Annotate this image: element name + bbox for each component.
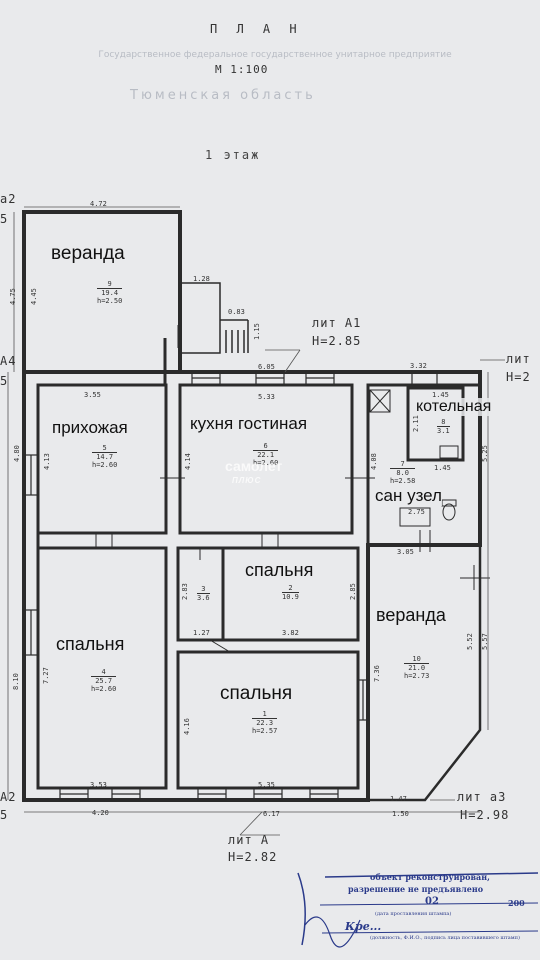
lit-right-label: лит bbox=[506, 352, 531, 366]
chimney-box bbox=[369, 389, 391, 413]
stamp-date: 02 bbox=[425, 896, 439, 907]
stamp-year: 200 bbox=[508, 898, 525, 908]
lit-right-height: Н=2 bbox=[506, 370, 531, 384]
dim-2-85: 2.85 bbox=[349, 583, 357, 600]
dim-3-82: 3.82 bbox=[282, 629, 299, 637]
room-details-bedroom-small: 2 10.9 bbox=[282, 584, 299, 601]
stamp-signature: Кре... bbox=[345, 920, 382, 933]
room-details-bedroom-left: 4 25.7 h=2.60 bbox=[91, 668, 117, 693]
room-label-veranda-right: веранда bbox=[376, 605, 446, 626]
lit-a3-height: Н=2.98 bbox=[460, 808, 510, 822]
dim-1-47: 1.47 bbox=[390, 795, 407, 803]
stamp-line-1: объект реконструирован, bbox=[370, 872, 490, 882]
edge-marker-a2-bot: А2 bbox=[0, 790, 17, 804]
dim-5-33: 5.33 bbox=[258, 393, 275, 401]
lit-a3-label: лит а3 bbox=[457, 790, 507, 804]
edge-marker-a4: А4 bbox=[0, 354, 17, 368]
dim-4-45: 4.45 bbox=[30, 288, 38, 305]
dim-4-80: 4.80 bbox=[13, 445, 21, 462]
edge-marker-5-mid: 5 bbox=[0, 374, 9, 388]
room-details-veranda-right: 10 21.0 h=2.73 bbox=[404, 655, 430, 680]
dim-2-75: 2.75 bbox=[408, 508, 425, 516]
plan-scale: М 1:100 bbox=[215, 63, 269, 76]
dim-6-17: 6.17 bbox=[263, 810, 280, 818]
watermark-brand: самолет bbox=[225, 458, 283, 474]
dim-6-05: 6.05 bbox=[258, 363, 275, 371]
room-details-closet: 3 3.6 bbox=[197, 585, 210, 602]
dim-3-55: 3.55 bbox=[84, 391, 101, 399]
stamp-small-2: (должность, Ф.И.О., подпись лица постави… bbox=[370, 935, 520, 941]
room-label-bathroom: сан узел bbox=[375, 486, 442, 506]
dim-1-15: 1.15 bbox=[253, 323, 261, 340]
plan-title: П Л А Н bbox=[210, 22, 303, 36]
bathroom-fixtures bbox=[399, 445, 459, 527]
room-details-boiler: 8 3.1 bbox=[437, 418, 450, 435]
dim-4-14: 4.14 bbox=[184, 453, 192, 470]
dim-4-72: 4.72 bbox=[90, 200, 107, 208]
dim-1-45-a: 1.45 bbox=[432, 391, 449, 399]
watermark-sub: ПЛЮС bbox=[232, 476, 262, 485]
dim-4-08: 4.08 bbox=[370, 453, 378, 470]
stamp-small-1: (дата проставления штампа) bbox=[375, 911, 452, 917]
dim-2-83: 2.83 bbox=[181, 583, 189, 600]
room-details-bedroom-center: 1 22.3 h=2.57 bbox=[252, 710, 278, 735]
faded-region-text: Тюменская область bbox=[130, 88, 316, 103]
dim-1-45-b: 1.45 bbox=[434, 464, 451, 472]
room-details-kitchen: 6 22.1 h=2.60 bbox=[253, 442, 279, 467]
room-label-veranda-top: веранда bbox=[51, 243, 125, 265]
dim-4-75: 4.75 bbox=[9, 288, 17, 305]
dim-3-32: 3.32 bbox=[410, 362, 427, 370]
dim-1-50: 1.50 bbox=[392, 810, 409, 818]
dim-7-27: 7.27 bbox=[42, 667, 50, 684]
edge-marker-5-top: 5 bbox=[0, 212, 9, 226]
stamp-line-2: разрешение не предъявлено bbox=[348, 884, 484, 894]
dim-7-36: 7.36 bbox=[373, 665, 381, 682]
dim-8-10: 8.10 bbox=[12, 673, 20, 690]
room-label-bedroom-small: спальня bbox=[245, 560, 314, 581]
lit-a1-height: Н=2.85 bbox=[312, 334, 362, 348]
dim-1-27: 1.27 bbox=[193, 629, 210, 637]
lit-a-height: Н=2.82 bbox=[228, 850, 278, 864]
edge-marker-5-bot: 5 bbox=[0, 808, 9, 822]
dim-0-83: 0.83 bbox=[228, 308, 245, 316]
room-label-bedroom-center: спальня bbox=[220, 683, 293, 705]
room-details-veranda-top: 9 19.4 h=2.50 bbox=[97, 280, 123, 305]
stamp-frame bbox=[297, 872, 539, 948]
room-details-bathroom: 7 8.0 h=2.58 bbox=[390, 460, 416, 485]
lit-a1-label: лит А1 bbox=[312, 316, 362, 330]
dim-1-28: 1.28 bbox=[193, 275, 210, 283]
dim-4-16: 4.16 bbox=[183, 718, 191, 735]
room-label-bedroom-left: спальня bbox=[56, 634, 125, 655]
dim-4-13: 4.13 bbox=[43, 453, 51, 470]
room-label-boiler: котельная bbox=[416, 398, 492, 416]
floor-label: 1 этаж bbox=[205, 148, 261, 162]
dim-2-11: 2.11 bbox=[412, 415, 420, 432]
dim-3-53: 3.53 bbox=[90, 781, 107, 789]
dim-5-25: 5.25 bbox=[481, 445, 489, 462]
windows bbox=[23, 371, 481, 801]
dim-5-35: 5.35 bbox=[258, 781, 275, 789]
dim-3-05: 3.05 bbox=[397, 548, 414, 556]
dim-5-52: 5.52 bbox=[466, 633, 474, 650]
entrance-steps bbox=[179, 282, 249, 354]
dim-4-20: 4.20 bbox=[92, 809, 109, 817]
room-details-hallway: 5 14.7 h=2.60 bbox=[92, 444, 118, 469]
room-label-hallway: прихожая bbox=[52, 418, 128, 438]
faded-org-text: Государственное федеральное государствен… bbox=[98, 50, 452, 60]
dim-5-57: 5.57 bbox=[481, 633, 489, 650]
room-label-kitchen: кухня гостиная bbox=[190, 414, 308, 434]
door-marks bbox=[95, 325, 490, 653]
edge-marker-a2-top: а2 bbox=[0, 192, 17, 206]
lit-a-label: лит А bbox=[228, 833, 270, 847]
